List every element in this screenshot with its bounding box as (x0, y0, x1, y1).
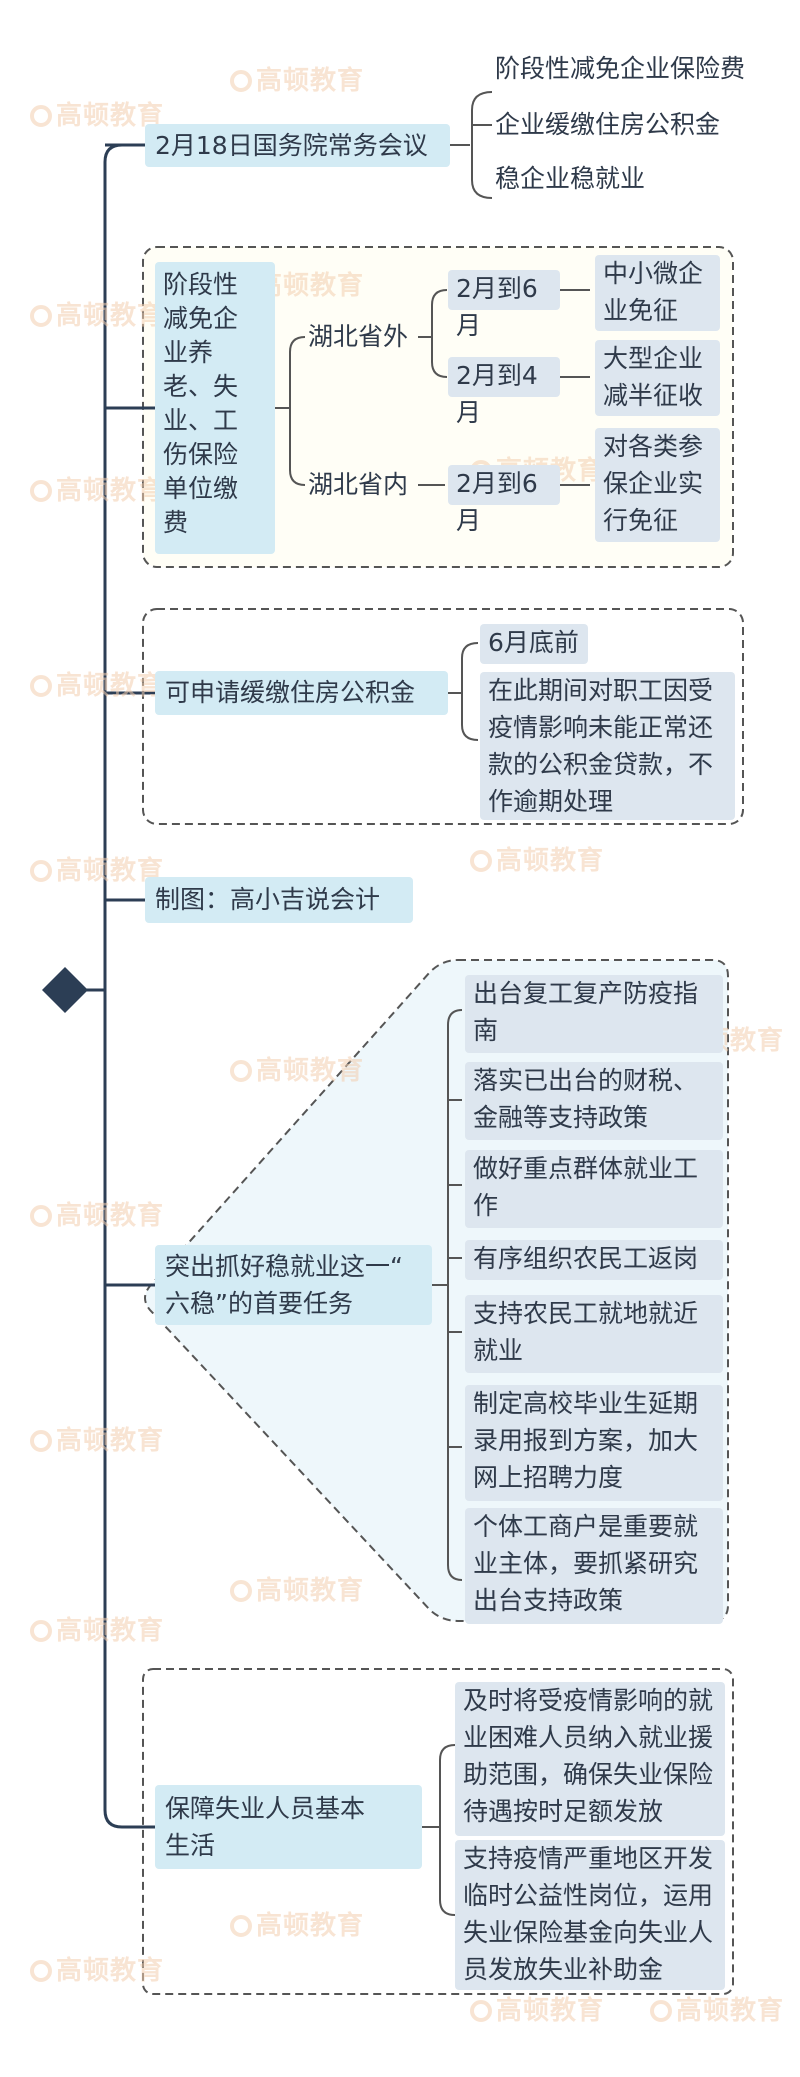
housing-fund-note: 在此期间对职工因受 疫情影响未能正常还 款的公积金贷款，不 作逾期处理 (480, 672, 735, 820)
item-line: 录用报到方案，加大 (473, 1426, 699, 1455)
employment-item: 支持农民工就地就近 就业 (465, 1295, 723, 1373)
item-line: 及时将受疫情影响的就 (463, 1686, 714, 1715)
chart-credit: 制图：高小吉说会计 (145, 877, 413, 923)
branch-housing-fund: 可申请缓缴住房公积金 (155, 671, 448, 715)
leaf-stabilize-employment: 稳企业稳就业 (495, 164, 646, 193)
root-diamond (42, 967, 88, 1013)
result-large-half: 大型企业 减半征收 (595, 340, 720, 416)
note-line: 作逾期处理 (488, 787, 614, 816)
employment-item: 有序组织农民工返岗 (465, 1240, 723, 1280)
item-line: 网上招聘力度 (473, 1463, 624, 1492)
employment-item: 落实已出台的财税、 金融等支持政策 (465, 1062, 723, 1140)
label-line: 六稳”的首要任务 (165, 1289, 353, 1318)
result-line: 减半征收 (603, 381, 704, 410)
item-line: 个体工商户是重要就 (473, 1512, 699, 1541)
label-line: 单位缴 (163, 474, 239, 503)
region-outside-hubei: 湖北省外 (308, 322, 409, 351)
result-line: 对各类参 (603, 432, 704, 461)
item-line: 业主体，要抓紧研究 (473, 1549, 699, 1578)
employment-item: 做好重点群体就业工 作 (465, 1150, 723, 1228)
period-feb-apr-outside: 2月到4月 (448, 357, 560, 427)
leaf-housing-fund-deferral: 企业缓缴住房公积金 (495, 110, 721, 139)
branch-state-council-meeting: 2月18日国务院常务会议 (145, 124, 450, 167)
branch-unemployment-support: 保障失业人员基本 生活 (155, 1785, 422, 1869)
unemployment-item: 及时将受疫情影响的就 业困难人员纳入就业援 助范围，确保失业保险 待遇按时足额发… (455, 1682, 725, 1836)
employment-item: 制定高校毕业生延期 录用报到方案，加大 网上招聘力度 (465, 1385, 723, 1501)
result-line: 中小微企 (603, 259, 704, 288)
note-line: 在此期间对职工因受 (488, 676, 714, 705)
result-line: 业免征 (603, 296, 679, 325)
item-line: 南 (473, 1016, 499, 1045)
employment-item: 出台复工复产防疫指 南 (465, 975, 723, 1053)
branch-employment-priority: 突出抓好稳就业这一“ 六稳”的首要任务 (155, 1245, 432, 1325)
region-inside-hubei: 湖北省内 (308, 470, 409, 499)
result-sme-exempt: 中小微企 业免征 (595, 255, 720, 331)
branch-insurance-reduction: 阶段性 减免企 业养 老、失 业、工 伤保险 单位缴 费 (155, 262, 275, 554)
deadline-end-june: 6月底前 (480, 624, 588, 664)
item-line: 待遇按时足额发放 (463, 1797, 664, 1826)
item-line: 出台复工复产防疫指 (473, 979, 699, 1008)
label-line: 费 (163, 508, 189, 537)
label-line: 老、失 (163, 372, 239, 401)
item-line: 支持疫情严重地区开发 (463, 1844, 714, 1873)
period-feb-jun-inside: 2月到6月 (448, 465, 560, 535)
item-line: 就业 (473, 1336, 524, 1365)
unemployment-item: 支持疫情严重地区开发 临时公益性岗位，运用 失业保险基金向失业人 员发放失业补助… (455, 1840, 725, 1990)
item-line: 落实已出台的财税、 (473, 1066, 699, 1095)
item-line: 作 (473, 1191, 499, 1220)
item-line: 助范围，确保失业保险 (463, 1760, 714, 1789)
label-line: 业养 (163, 338, 214, 367)
employment-item: 个体工商户是重要就 业主体，要抓紧研究 出台支持政策 (465, 1508, 723, 1624)
label-line: 突出抓好稳就业这一“ (165, 1252, 403, 1281)
result-all-exempt: 对各类参 保企业实 行免征 (595, 428, 720, 542)
item-line: 失业保险基金向失业人 (463, 1918, 714, 1947)
item-line: 制定高校毕业生延期 (473, 1389, 699, 1418)
label-line: 减免企 (163, 304, 239, 333)
leaf-insurance-reduction: 阶段性减免企业保险费 (495, 54, 746, 83)
item-line: 做好重点群体就业工 (473, 1154, 699, 1183)
label-line: 业、工 (163, 406, 239, 435)
note-line: 款的公积金贷款，不 (488, 750, 714, 779)
item-line: 金融等支持政策 (473, 1103, 649, 1132)
item-line: 员发放失业补助金 (463, 1955, 664, 1984)
item-line: 出台支持政策 (473, 1586, 624, 1615)
label-line: 生活 (165, 1831, 216, 1860)
note-line: 疫情影响未能正常还 (488, 713, 714, 742)
result-line: 保企业实 (603, 469, 704, 498)
item-line: 临时公益性岗位，运用 (463, 1881, 714, 1910)
period-feb-jun-outside: 2月到6月 (448, 270, 560, 340)
item-line: 业困难人员纳入就业援 (463, 1723, 714, 1752)
item-line: 有序组织农民工返岗 (473, 1244, 699, 1273)
label-line: 保障失业人员基本 (165, 1794, 366, 1823)
result-line: 行免征 (603, 506, 679, 535)
label-line: 阶段性 (163, 270, 239, 299)
result-line: 大型企业 (603, 344, 704, 373)
label-line: 伤保险 (163, 440, 239, 469)
item-line: 支持农民工就地就近 (473, 1299, 699, 1328)
